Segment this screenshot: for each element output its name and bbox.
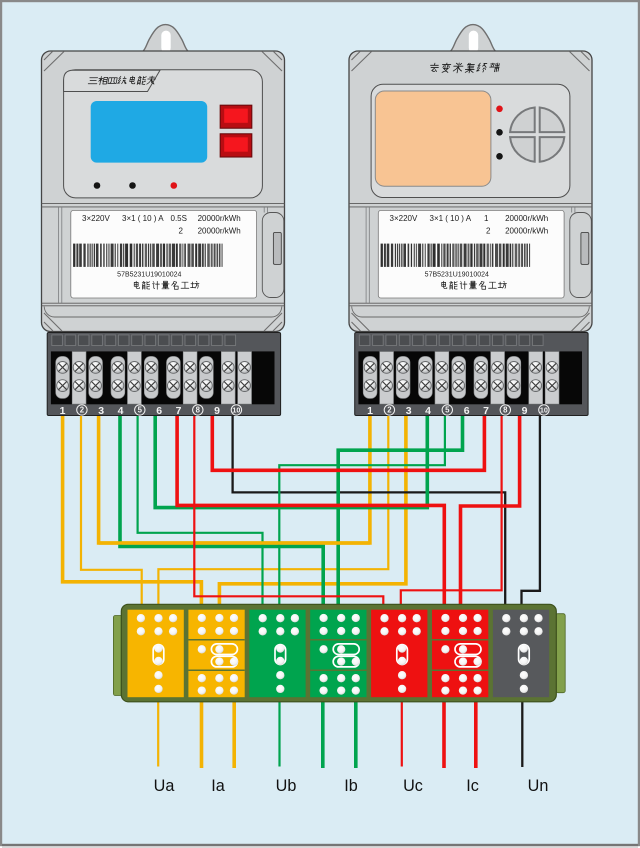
svg-text:Ic: Ic xyxy=(466,777,479,795)
svg-text:Ia: Ia xyxy=(211,777,225,795)
svg-text:1: 1 xyxy=(484,214,489,223)
svg-text:20000r/kWh: 20000r/kWh xyxy=(505,214,548,223)
svg-text:3×1 ( 10 ) A: 3×1 ( 10 ) A xyxy=(122,214,164,223)
svg-text:20000r/kWh: 20000r/kWh xyxy=(198,226,241,235)
svg-text:3×220V: 3×220V xyxy=(82,214,110,223)
svg-text:0.5S: 0.5S xyxy=(171,214,187,223)
svg-text:Ub: Ub xyxy=(276,777,297,795)
svg-text:20000r/kWh: 20000r/kWh xyxy=(198,214,241,223)
svg-text:Ua: Ua xyxy=(154,777,175,795)
svg-text:20000r/kWh: 20000r/kWh xyxy=(505,226,548,235)
svg-text:2: 2 xyxy=(486,226,491,235)
svg-text:3×220V: 3×220V xyxy=(390,214,418,223)
svg-text:Un: Un xyxy=(528,777,549,795)
svg-text:2: 2 xyxy=(179,226,184,235)
svg-text:Uc: Uc xyxy=(403,777,423,795)
svg-text:Ib: Ib xyxy=(344,777,358,795)
svg-text:3×1 ( 10 ) A: 3×1 ( 10 ) A xyxy=(430,214,472,223)
